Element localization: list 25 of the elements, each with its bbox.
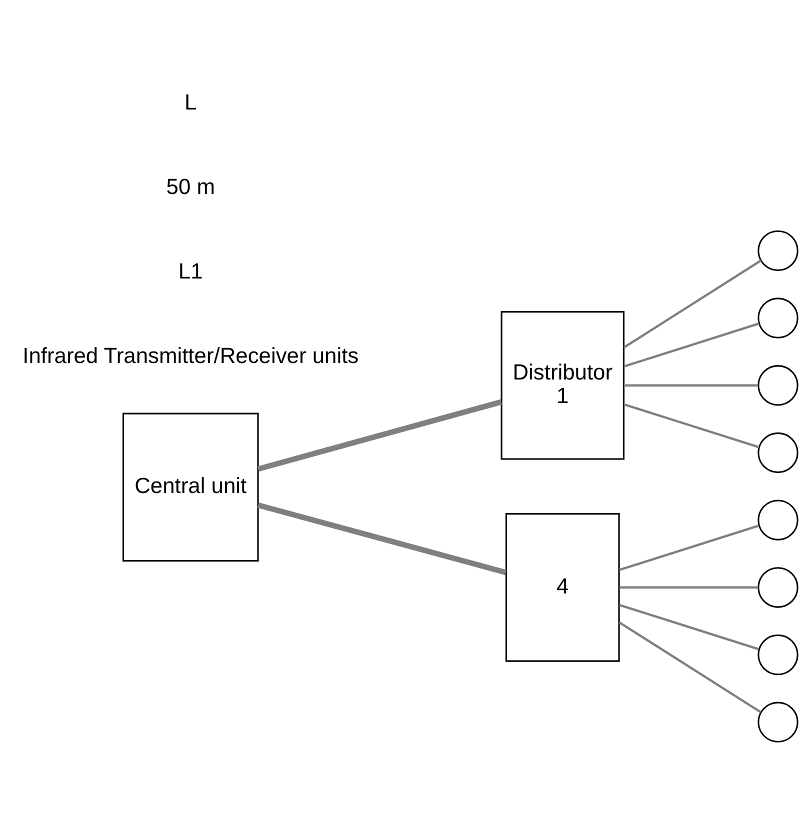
- node-circle: [758, 432, 798, 474]
- node-box: Central unit: [122, 412, 259, 562]
- node-circle: [758, 634, 798, 676]
- node-circle: [758, 365, 798, 406]
- connector: [624, 322, 760, 368]
- node-circle: [758, 298, 798, 338]
- connector: [623, 260, 762, 349]
- node-circle: [758, 702, 798, 743]
- node-circle: [758, 500, 798, 540]
- node-circle: [758, 567, 798, 608]
- label: L: [184, 89, 197, 114]
- connector: [619, 524, 760, 572]
- node-box: Distributor 1: [500, 311, 624, 460]
- node-box: 4: [505, 513, 620, 662]
- label: L1: [178, 258, 203, 284]
- connector: [624, 403, 760, 448]
- connector: [619, 586, 758, 589]
- connector: [618, 622, 762, 714]
- label: 50 m: [166, 174, 215, 199]
- connector: [257, 502, 507, 576]
- connector: [257, 399, 502, 472]
- label: Infrared Transmitter/Receiver units: [22, 343, 359, 368]
- node-circle: [758, 230, 798, 272]
- connector: [619, 604, 760, 650]
- connector: [624, 384, 758, 387]
